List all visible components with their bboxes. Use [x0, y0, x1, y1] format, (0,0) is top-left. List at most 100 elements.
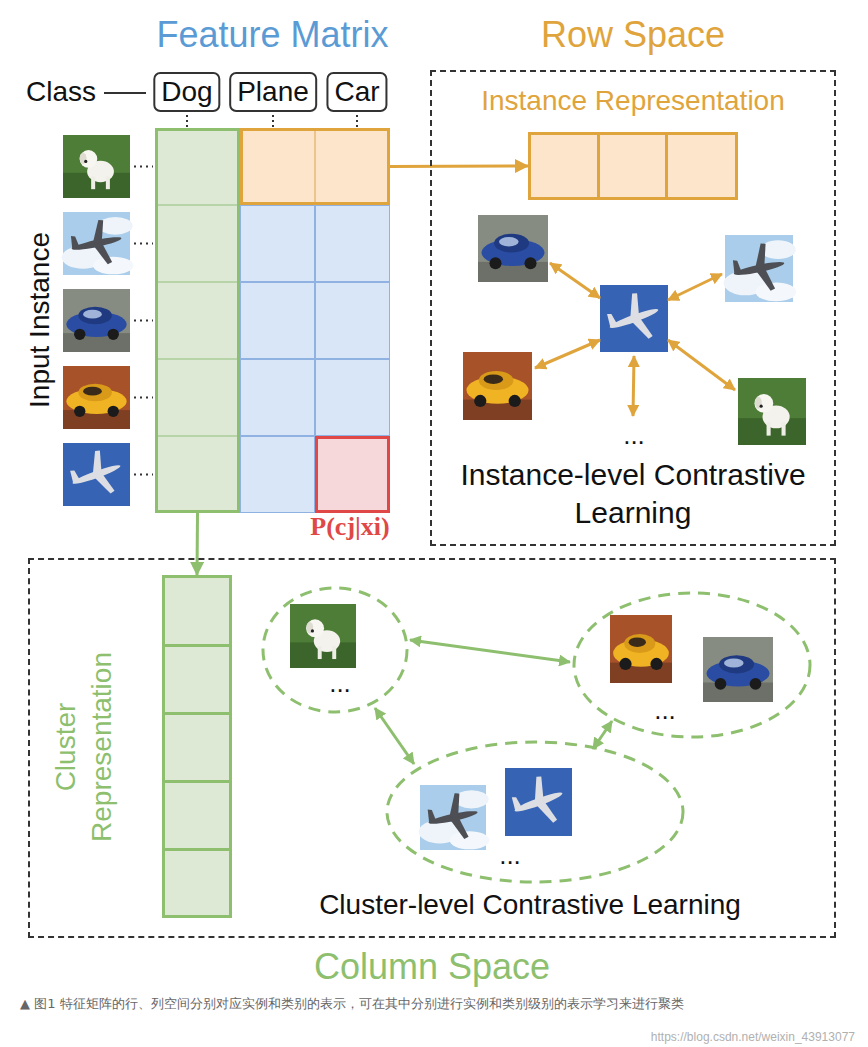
matrix-cell: [240, 205, 315, 282]
car-wheel: [108, 329, 119, 340]
car-roof: [494, 234, 529, 253]
plane-shape: [506, 770, 571, 833]
blue-plane-photo: [600, 285, 668, 352]
yellow-car-photo: [610, 615, 672, 683]
dog-ear: [755, 397, 762, 409]
vector-divider: [165, 848, 229, 851]
cluster-arrow: [410, 640, 570, 662]
matrix-cell: [315, 128, 390, 205]
plane-shape: [67, 216, 126, 271]
contrast-arrow: [535, 340, 600, 368]
class-box: Dog: [153, 72, 220, 112]
panel-heading: Column Space: [30, 946, 834, 988]
matrix-cell: [240, 282, 315, 359]
cluster-outline: [387, 742, 683, 882]
dog-photo: [63, 135, 130, 198]
ellipsis-mark: ...: [485, 840, 535, 870]
photo-part: [63, 135, 130, 198]
photo-part: [622, 292, 645, 320]
yellow-car-photo: [63, 366, 130, 429]
matrix-cell: [315, 359, 390, 436]
photo-part: [69, 469, 80, 483]
plane-shape: [424, 789, 483, 845]
car-window: [629, 637, 646, 647]
photo-part: [426, 808, 436, 822]
photo-part: [93, 471, 115, 498]
photo-part: [70, 235, 80, 249]
ellipsis-mark: ...: [315, 668, 365, 698]
photo-part: [85, 449, 107, 476]
contrast-arrow: [550, 263, 600, 298]
blue-car-photo: [703, 637, 773, 702]
probability-cell: [315, 436, 390, 513]
feature-matrix: Feature MatrixDogPlaneCar: [155, 128, 390, 513]
matrix-cell: [155, 359, 240, 436]
dog-leg: [318, 646, 322, 659]
class-name: Plane: [237, 74, 309, 110]
sky-plane-photo: [724, 235, 797, 302]
matrix-cell: [240, 436, 315, 513]
class-box: Car: [326, 72, 387, 112]
car-wheel: [619, 658, 631, 670]
vector-divider: [597, 135, 600, 197]
sky-plane-photo: [419, 785, 490, 850]
dog-nose: [84, 160, 87, 163]
photo-part: [750, 243, 770, 270]
matrix-cell: [155, 436, 240, 513]
car-wheel: [524, 257, 536, 269]
dog-head: [306, 619, 324, 637]
row-leader: [134, 320, 153, 322]
matrix-cell: [155, 128, 240, 205]
car-roof: [78, 307, 112, 325]
contrast-arrow: [633, 356, 634, 416]
photo-part: [93, 241, 113, 266]
blue-car-photo: [63, 289, 130, 352]
car-roof: [78, 384, 112, 402]
photo-part: [511, 795, 523, 810]
photo-part: [600, 285, 668, 352]
row-leader: [134, 243, 153, 245]
car-wheel: [74, 329, 85, 340]
matrix-cell: [155, 205, 240, 282]
blue-car-photo: [478, 215, 548, 282]
dog-leg: [782, 422, 786, 435]
car-roof: [719, 655, 754, 673]
blue-plane-photo: [505, 768, 572, 836]
car-window: [499, 237, 519, 246]
photo-part: [738, 378, 806, 445]
dog-nose: [760, 405, 763, 408]
tick-leader: [186, 115, 188, 127]
panel-subheading: Instance Representation: [432, 84, 834, 118]
car-roof: [624, 634, 655, 653]
car-wheel: [108, 406, 119, 417]
cloud: [454, 790, 488, 808]
instance-vector: [528, 132, 738, 200]
row-leader: [134, 166, 153, 168]
dog-ear: [307, 622, 314, 634]
car-wheel: [474, 395, 486, 407]
contrast-arrow: [668, 340, 735, 390]
matrix-cell: [240, 128, 315, 205]
photo-part: [449, 815, 469, 841]
axis-label: Class: [26, 72, 106, 112]
instance-row-outline: [240, 128, 390, 205]
cluster-arrow: [375, 708, 414, 764]
panel-caption: Instance-level Contrastive Learning: [453, 456, 813, 532]
vector-divider: [165, 644, 229, 647]
vector-divider: [165, 780, 229, 783]
car-window: [83, 387, 102, 396]
photo-part: [526, 775, 549, 803]
car-wheel: [650, 658, 662, 670]
cluster-outline: [263, 588, 407, 712]
axis-label: Input Instance: [23, 205, 57, 435]
yellow-car-photo: [463, 352, 532, 420]
cloud: [450, 831, 490, 849]
plane-shape: [65, 444, 128, 504]
cloud: [93, 257, 133, 275]
class-name: Car: [334, 74, 379, 110]
